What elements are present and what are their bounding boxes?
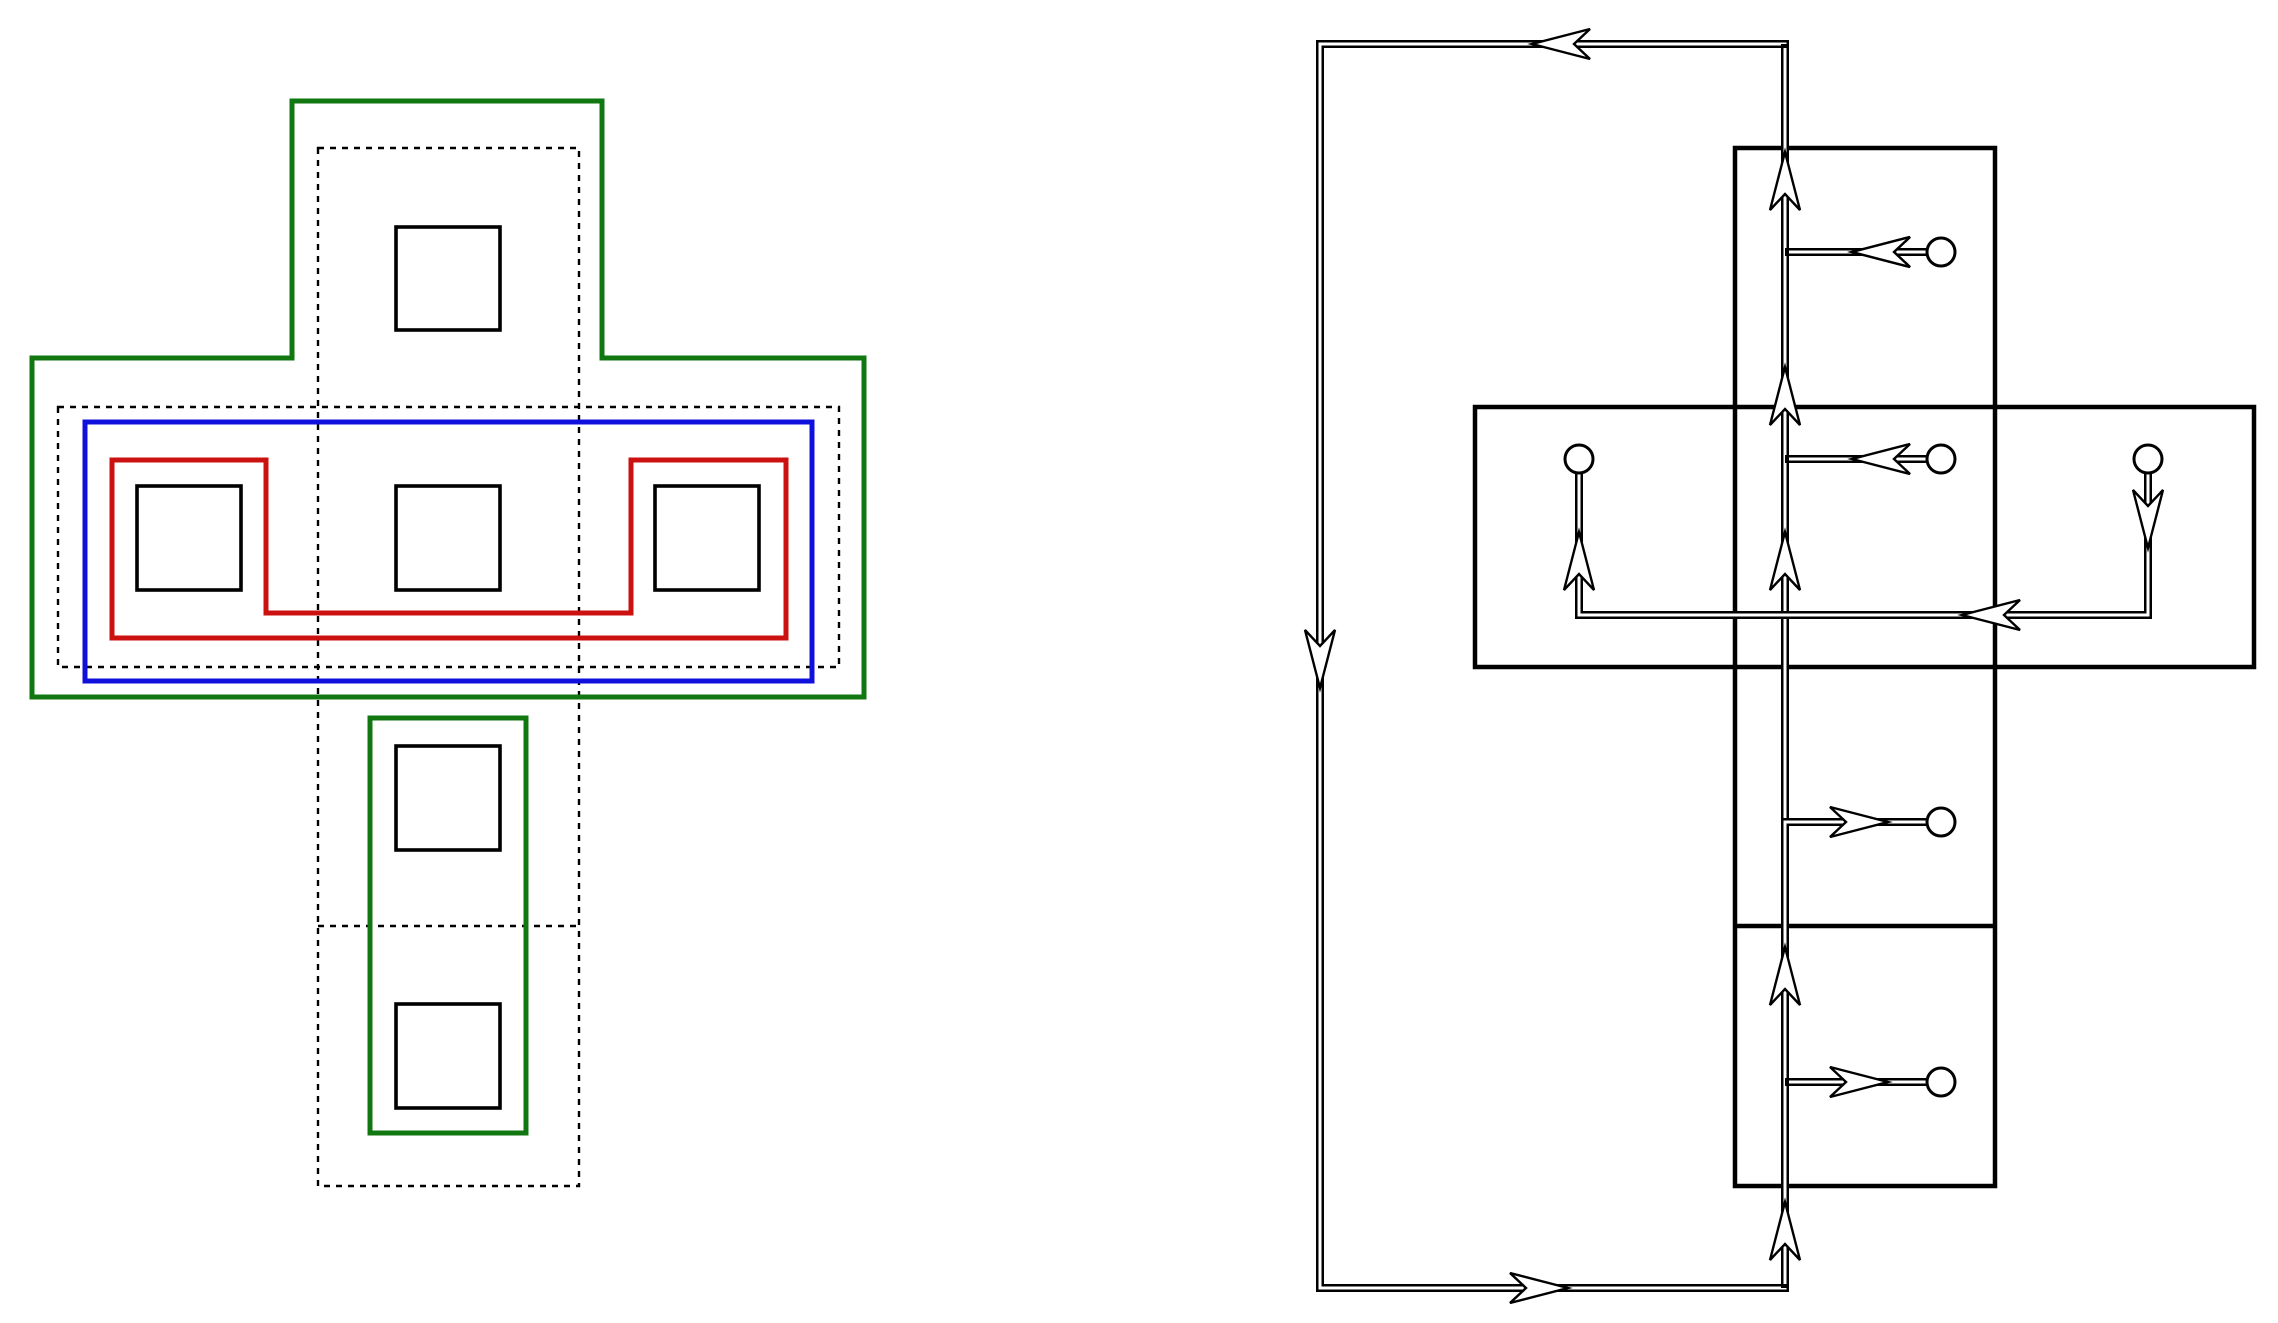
cell-marker-top — [1925, 236, 1957, 268]
dashed-cell-grid — [56, 146, 841, 1188]
arrowhead-left — [1847, 442, 1911, 476]
cell-markers — [1563, 236, 2164, 1098]
blue-row-outline — [82, 419, 815, 684]
arrowhead-left — [1847, 235, 1911, 269]
cell-box-right — [653, 484, 761, 592]
left-diagram — [29, 98, 867, 1188]
arrowheads — [1303, 27, 2165, 1305]
cell-boxes — [135, 225, 761, 1110]
arrowhead-left — [1527, 27, 1591, 61]
arrowhead-down — [2131, 489, 2165, 553]
cell-box-bottom — [394, 1002, 502, 1110]
arrowhead-left — [1957, 598, 2021, 632]
arrowhead-up — [1768, 527, 1802, 591]
cross-frame — [1472, 145, 2257, 1189]
cell-box-left — [135, 484, 243, 592]
green-column-outline — [367, 715, 529, 1136]
cell-box-lower — [394, 744, 502, 852]
arrowhead-up — [1768, 942, 1802, 1006]
green-cross-outline — [29, 98, 867, 700]
right-diagram — [1303, 27, 2257, 1305]
arrowhead-up — [1768, 1197, 1802, 1261]
arrowhead-up — [1562, 527, 1596, 591]
branch-lower — [1781, 818, 1941, 926]
frame-row — [1472, 404, 2257, 670]
cell-marker-center — [1925, 443, 1957, 475]
cell-marker-right — [2132, 443, 2164, 475]
arrowhead-right — [1829, 1065, 1893, 1099]
arrowhead-down — [1303, 629, 1337, 693]
cell-marker-lower — [1925, 806, 1957, 838]
arrowhead-up — [1768, 147, 1802, 211]
dashed-row — [56, 405, 841, 669]
cell-box-center — [394, 484, 502, 592]
arrowhead-up — [1768, 362, 1802, 426]
branch-row — [1575, 459, 2152, 619]
red-row-outline — [109, 457, 789, 641]
cell-marker-left — [1563, 443, 1595, 475]
cell-box-top — [394, 225, 502, 332]
arrowhead-right — [1509, 1271, 1573, 1305]
cell-marker-bottom — [1925, 1066, 1957, 1098]
arrowhead-right — [1829, 805, 1893, 839]
